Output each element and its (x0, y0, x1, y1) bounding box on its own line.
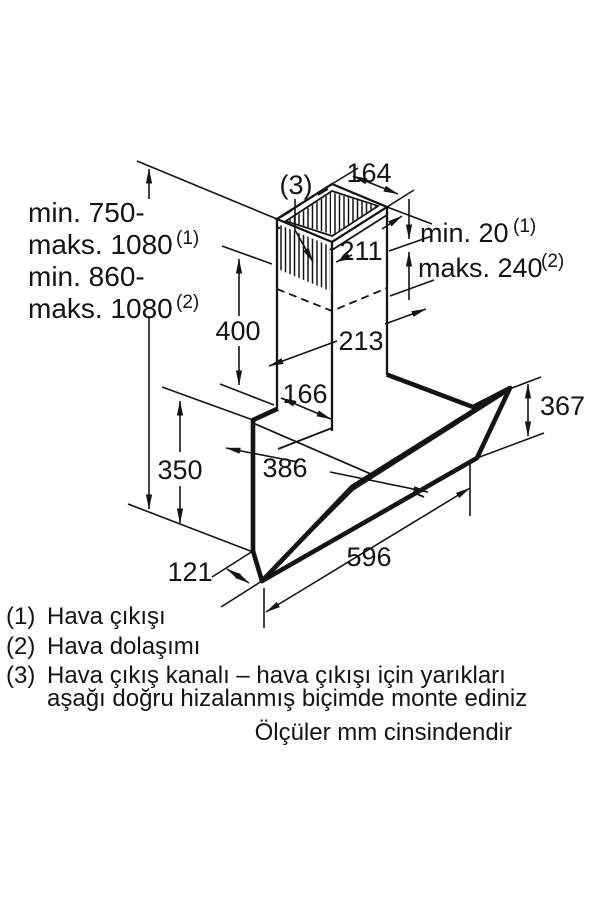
ext-line-164-right (386, 189, 415, 208)
dim-label-400: 400 (215, 316, 260, 346)
ext-line-hood-top (161, 386, 254, 421)
ext-line-chimney-top (136, 160, 278, 220)
dim-label-211: 211 (339, 236, 382, 266)
ext-line-min20-bottom (388, 235, 433, 252)
wall-range-line2-sup: (1) (176, 228, 199, 249)
dim-386-left (225, 447, 299, 463)
footnote-1-text: Hava çıkışı (47, 603, 166, 630)
footnotes: (1) Hava çıkışı (2) Hava dolaşımı (3) Ha… (6, 603, 527, 746)
ext-line-maks240 (389, 279, 435, 297)
wall-range-line4: maks. 1080 (28, 293, 173, 324)
chimney-duct (274, 182, 390, 450)
telescope-max-sup: (2) (541, 251, 564, 272)
duct-label-leader (294, 199, 314, 263)
footnote-1-num: (1) (6, 603, 35, 630)
chimney-right-face (332, 207, 387, 431)
dim-121-line (226, 568, 250, 584)
dim-label-164: 164 (346, 158, 391, 188)
duct-opening-hatch-right (334, 193, 376, 234)
dim-213-left (268, 340, 338, 367)
dim-label-350: 350 (157, 455, 202, 485)
ext-line-121-top (211, 550, 254, 578)
footnote-3-num: (3) (6, 662, 35, 689)
ext-line-367-bottom (476, 432, 545, 459)
footnote-3-text2: aşağı doğru hizalanmış biçimde monte edi… (47, 685, 527, 712)
ext-line-367-top (511, 376, 542, 389)
dim-label-121: 121 (167, 557, 212, 587)
ext-line-400-bottom (219, 383, 275, 406)
dim-label-166: 166 (282, 379, 327, 409)
telescope-min-sup: (1) (513, 216, 536, 237)
chimney-base-edge (277, 427, 333, 450)
footnote-2-num: (2) (6, 633, 35, 660)
rim-lower-edge-right (331, 214, 388, 251)
rim-tick-1 (317, 188, 329, 196)
dim-164-line (352, 175, 399, 195)
dim-label-367: 367 (540, 391, 585, 421)
ext-line-121-bottom (220, 580, 263, 608)
hood-bottom-left-edge (250, 548, 265, 584)
dim-211-right (381, 215, 403, 230)
dim-label-213: 213 (338, 326, 383, 356)
duct-label-3: (3) (280, 170, 313, 200)
wall-range-line2: maks. 1080 (28, 229, 173, 260)
dim-213-right (384, 308, 427, 325)
dim-label-596: 596 (346, 542, 391, 572)
wall-range-line4-sup: (2) (176, 292, 199, 313)
telescope-joint-dashed-line (276, 287, 388, 312)
units-note: Ölçüler mm cinsindendir (255, 719, 512, 746)
ext-line-164-left (331, 167, 359, 185)
wall-range-line3: min. 860- (28, 261, 145, 292)
telescope-min-label: min. 20 (420, 218, 509, 248)
dim-596-line (265, 487, 471, 613)
hood-top-back-edge-left (250, 406, 280, 423)
ext-line-hood-bottom (127, 503, 254, 553)
footnote-3-text: Hava çıkış kanalı – hava çıkışı için yar… (47, 662, 506, 689)
dimensions (127, 160, 545, 628)
dim-211-left (335, 253, 353, 263)
ext-line-400-top (221, 245, 273, 265)
dim-label-386: 386 (262, 453, 307, 483)
dim-166-line (280, 397, 332, 420)
footnote-2-text: Hava dolaşımı (47, 633, 200, 660)
wall-range-line1: min. 750- (28, 197, 145, 228)
dimension-labels: min. 750- maks. 1080 (1) min. 860- maks.… (28, 158, 585, 587)
rim-tick-2 (280, 210, 292, 218)
telescope-max-label: maks. 240 (418, 253, 543, 283)
duct-opening-hatch-left (288, 193, 331, 234)
